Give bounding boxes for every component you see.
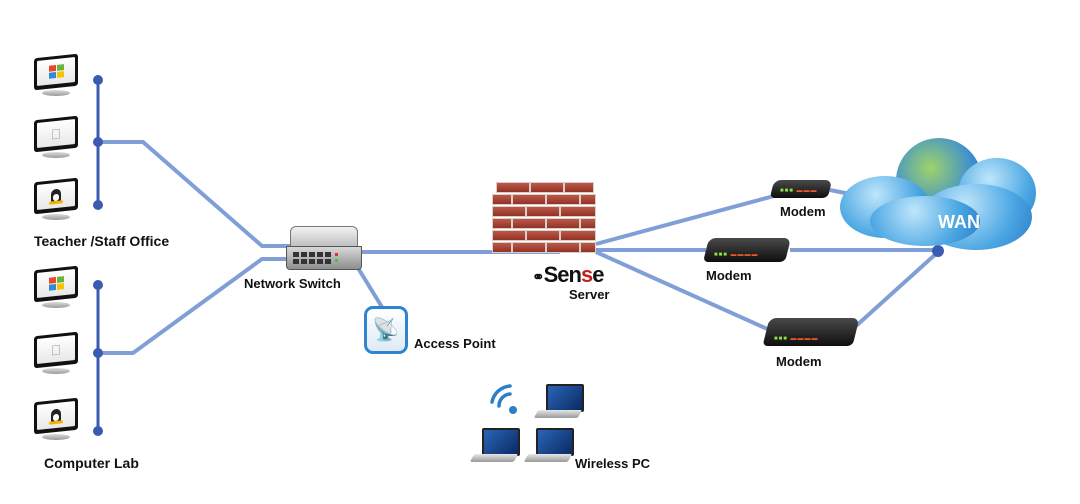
link-firewall-to-modem-3	[595, 250, 775, 334]
network-switch-icon	[286, 226, 362, 272]
group-label-teacher-office: Teacher /Staff Office	[34, 233, 170, 249]
bus-node	[93, 137, 103, 147]
access-point-icon: 📡	[364, 306, 408, 354]
modem-icon: ■■■ ▬▬▬▬	[703, 238, 791, 262]
modem-1-label: Modem	[780, 204, 826, 219]
bus-node	[93, 75, 103, 85]
network-switch-label: Network Switch	[244, 276, 341, 291]
link-firewall-to-modem-1	[595, 194, 775, 246]
firewall-server-label: Server	[569, 287, 610, 302]
apple-logo-icon: 	[37, 335, 75, 364]
computer-linux	[34, 397, 82, 444]
wan-label: WAN	[938, 212, 980, 232]
modem-2-label: Modem	[706, 268, 752, 283]
linux-tux-icon	[37, 181, 75, 210]
linux-tux-icon	[37, 401, 75, 430]
group-label-computer-lab: Computer Lab	[44, 455, 139, 471]
wifi-icon	[488, 384, 524, 420]
access-point-label: Access Point	[414, 336, 496, 351]
firewall-brand-logo: ⚭Sense	[532, 262, 604, 287]
wireless-pc-label: Wireless PC	[575, 456, 651, 471]
windows-logo-icon	[37, 269, 75, 298]
link-switch-to-accesspoint	[356, 266, 387, 314]
laptop-icon	[533, 384, 584, 422]
laptop-icon	[469, 428, 520, 466]
computer-mac: 	[34, 331, 82, 378]
computer-mac: 	[34, 115, 82, 162]
firewall-brick-wall-icon	[492, 182, 600, 256]
modem-3-label: Modem	[776, 354, 822, 369]
bus-node	[93, 348, 103, 358]
link-lab-to-switch	[98, 257, 300, 355]
cloud-globe-icon	[840, 136, 1076, 256]
computer-linux	[34, 177, 82, 224]
bus-node	[93, 200, 103, 210]
modem-icon: ■■■ ▬▬▬	[769, 180, 833, 198]
bus-node	[93, 280, 103, 290]
computer-windows	[34, 53, 82, 100]
modem-icon: ■■■ ▬▬▬▬	[762, 318, 860, 346]
bus-node	[93, 426, 103, 436]
laptop-icon	[523, 428, 574, 466]
computer-windows	[34, 265, 82, 312]
brand-glyph-icon: ⚭	[532, 269, 545, 286]
wan-junction-node	[932, 245, 944, 257]
windows-logo-icon	[37, 57, 75, 86]
link-office-to-switch	[98, 140, 300, 248]
link-modem-3-to-wan	[854, 250, 940, 328]
apple-logo-icon: 	[37, 119, 75, 148]
